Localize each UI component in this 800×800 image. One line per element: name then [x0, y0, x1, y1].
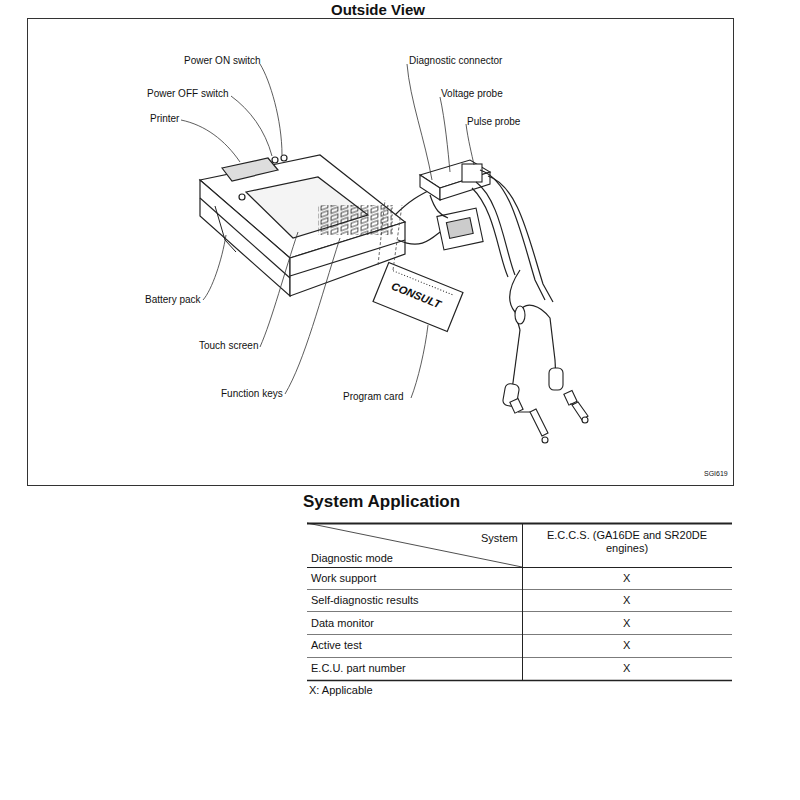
table-cell: X	[623, 639, 630, 652]
table-note: X: Applicable	[309, 684, 373, 697]
table-cell: X	[623, 594, 630, 607]
section-heading: System Application	[303, 492, 460, 512]
table-header: System	[481, 532, 518, 545]
part-label: Battery pack	[145, 294, 201, 306]
table-cell: X	[623, 617, 630, 630]
table-header: E.C.C.S. (GA16DE and SR20DE engines)	[532, 529, 722, 555]
table-cell: Active test	[311, 639, 362, 652]
part-label: Touch screen	[199, 340, 258, 352]
part-label: Program card	[343, 391, 404, 403]
part-label: Printer	[150, 113, 179, 125]
part-label: Power ON switch	[184, 55, 261, 67]
table-cell: Self-diagnostic results	[311, 594, 419, 607]
table-header: Diagnostic mode	[311, 552, 393, 565]
part-label: Pulse probe	[467, 116, 520, 128]
table-cell: E.C.U. part number	[311, 662, 406, 675]
part-label: Power OFF switch	[147, 88, 229, 100]
table-cell: Data monitor	[311, 617, 374, 630]
table-cell: X	[623, 572, 630, 585]
figure-title: Outside View	[331, 0, 425, 20]
figure-code: SGI619	[704, 468, 728, 480]
table-cell: X	[623, 662, 630, 675]
part-label: Diagnostic connector	[409, 55, 502, 67]
part-label: Function keys	[221, 388, 283, 400]
table-cell: Work support	[311, 572, 376, 585]
part-label: Voltage probe	[441, 88, 503, 100]
